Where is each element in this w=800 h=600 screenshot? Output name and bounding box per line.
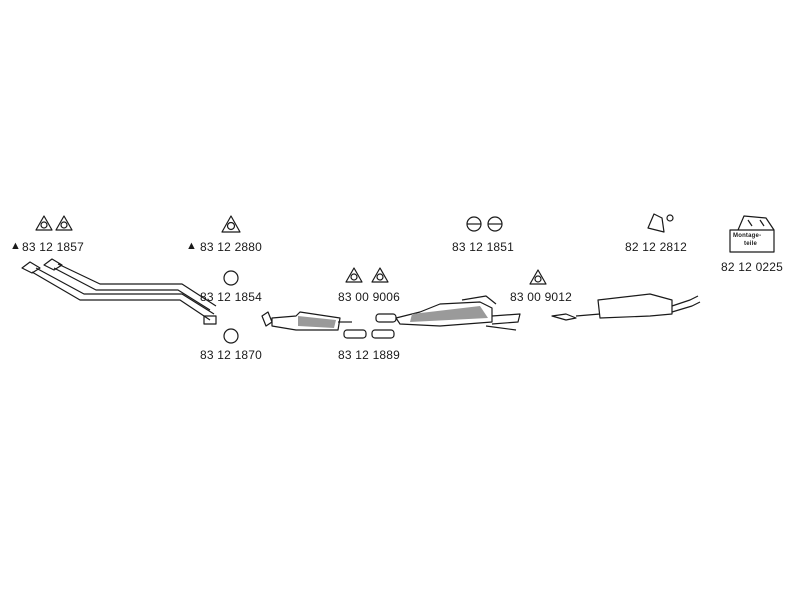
catalytic-converter [261,311,352,331]
rubber-hanger-icon [647,213,674,233]
oval-gasket-icon [345,267,389,283]
part-number-label: 83 00 9012 [510,290,573,304]
part-number-label: 83 12 1870 [200,348,263,362]
part-number-label: 83 12 1889 [338,348,401,362]
part-number-label: 83 12 1851 [452,240,515,254]
center-silencer [375,295,521,331]
triangle-marker: ▲ [10,240,21,252]
part-number-label: 83 12 2880 [200,240,263,254]
mounting-kit-box-label: Montage- [733,233,762,239]
ring-gasket-icon [223,270,239,286]
mounting-kit-box-icon [729,215,775,253]
part-number-label: 83 12 1857 [22,240,85,254]
part-number-label: 82 12 0225 [721,260,784,274]
triangle-gasket-icon [35,215,73,231]
ring-gasket-icon [223,328,239,344]
triangle-gasket-icon [529,269,547,285]
triangle-marker: ▲ [186,240,197,252]
rear-silencer [551,293,701,321]
triangle-gasket-icon [221,215,241,233]
part-number-label: 83 12 1854 [200,290,263,304]
part-number-label: 83 00 9006 [338,290,401,304]
front-downpipe [21,258,217,325]
part-number-label: 82 12 2812 [625,240,688,254]
clamp-sleeve-icon [343,329,395,339]
oval-gasket-icon [466,216,503,232]
mounting-kit-box-label: teile [744,241,758,247]
